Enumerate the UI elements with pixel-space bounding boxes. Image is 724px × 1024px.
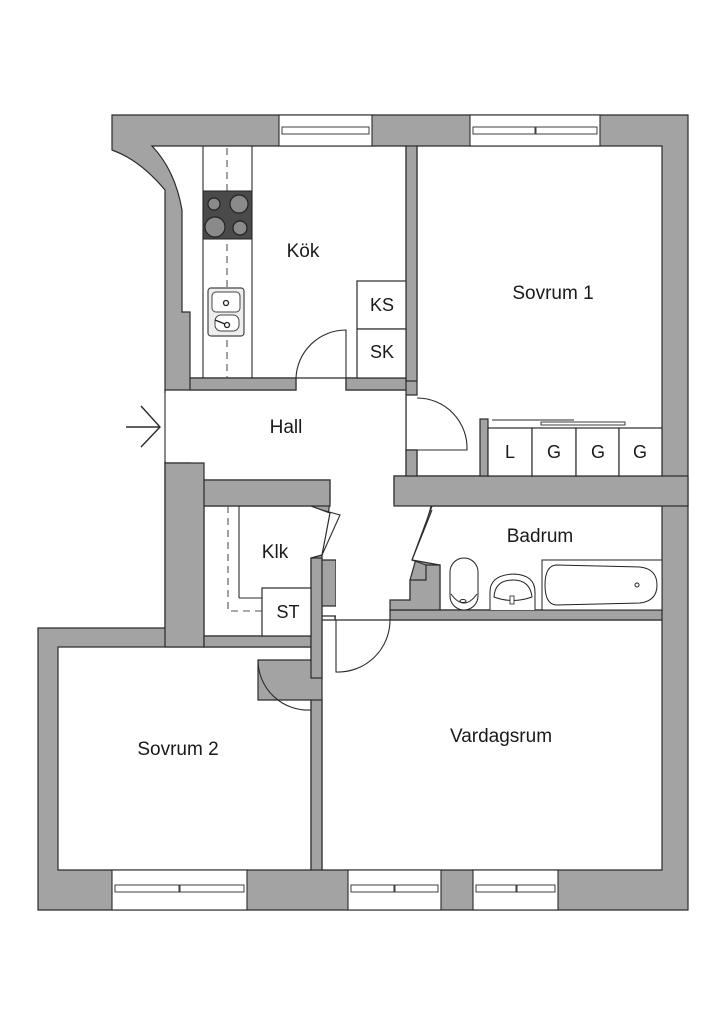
door-badrum[interactable] [411, 509, 433, 566]
window-kok [278, 114, 373, 147]
closet-slider-2 [540, 421, 626, 426]
wall-klk-sovrum2 [203, 635, 312, 648]
wall-closet-side [479, 418, 489, 477]
window-sovrum1 [469, 114, 601, 147]
wall-sovrum1-badrum [393, 475, 689, 507]
label-kok: Kök [287, 241, 320, 262]
sk-cabinet [356, 328, 407, 379]
wall-badrum-step [389, 564, 441, 611]
toilet-icon [449, 557, 479, 611]
closet-label-l: L [505, 442, 515, 462]
kitchen-fixtures: KS SK [202, 146, 407, 379]
wall-badrum-vardagsrum [389, 609, 663, 621]
closet-g3 [618, 427, 663, 477]
door-sovrum2[interactable] [257, 659, 312, 711]
wall-left-klk [164, 462, 205, 648]
doors [257, 329, 468, 711]
sink-icon [207, 287, 245, 337]
entrance[interactable] [126, 393, 170, 461]
windows [111, 114, 601, 911]
label-sovrum2: Sovrum 2 [137, 739, 218, 760]
sk-label: SK [370, 342, 394, 362]
closets: L G G G [487, 419, 663, 477]
room-sovrum1 [405, 145, 663, 477]
label-hall: Hall [270, 417, 303, 438]
st-cabinet [261, 587, 312, 637]
label-badrum: Badrum [507, 526, 574, 547]
label-sovrum1: Sovrum 1 [512, 283, 593, 304]
window-vardagsrum-1 [347, 869, 442, 911]
closet-l [487, 427, 533, 477]
window-sovrum2 [111, 869, 248, 911]
ks-label: KS [370, 295, 394, 315]
wall-hall-sovrum1-low [405, 449, 418, 477]
closet-label-g1: G [547, 442, 561, 462]
closet-label-g3: G [633, 442, 647, 462]
entrance-arrow-icon [126, 405, 161, 448]
wall-kok-bottom-left [189, 377, 297, 391]
door-sovrum1[interactable] [416, 397, 468, 451]
wall-klk-right [310, 557, 323, 679]
closet-label-g2: G [591, 442, 605, 462]
rooms [57, 145, 663, 871]
wall-kok-sovrum1 [405, 145, 418, 382]
wall-sovrum2-vardagsrum [310, 699, 323, 871]
washbasin-icon [489, 573, 536, 610]
room-labels: Kök Sovrum 1 Hall Klk Badrum Sovrum 2 Va… [137, 241, 593, 760]
door-klk[interactable] [321, 509, 341, 556]
label-vardagsrum: Vardagsrum [450, 726, 552, 747]
bathtub-icon [541, 559, 663, 611]
door-vardagsrum[interactable] [335, 619, 391, 673]
wall-hall-klk [189, 479, 331, 507]
window-vardagsrum-2 [472, 869, 559, 911]
bathroom-fixtures [449, 557, 663, 611]
label-klk: Klk [262, 542, 289, 563]
door-kok[interactable] [295, 329, 347, 379]
inner-walls [164, 145, 689, 871]
klk-fixtures: ST [227, 506, 312, 637]
ks-cabinet [356, 280, 407, 330]
stove-icon [202, 190, 253, 240]
wall-kok-bottom-right [345, 377, 407, 391]
st-label: ST [276, 602, 299, 622]
